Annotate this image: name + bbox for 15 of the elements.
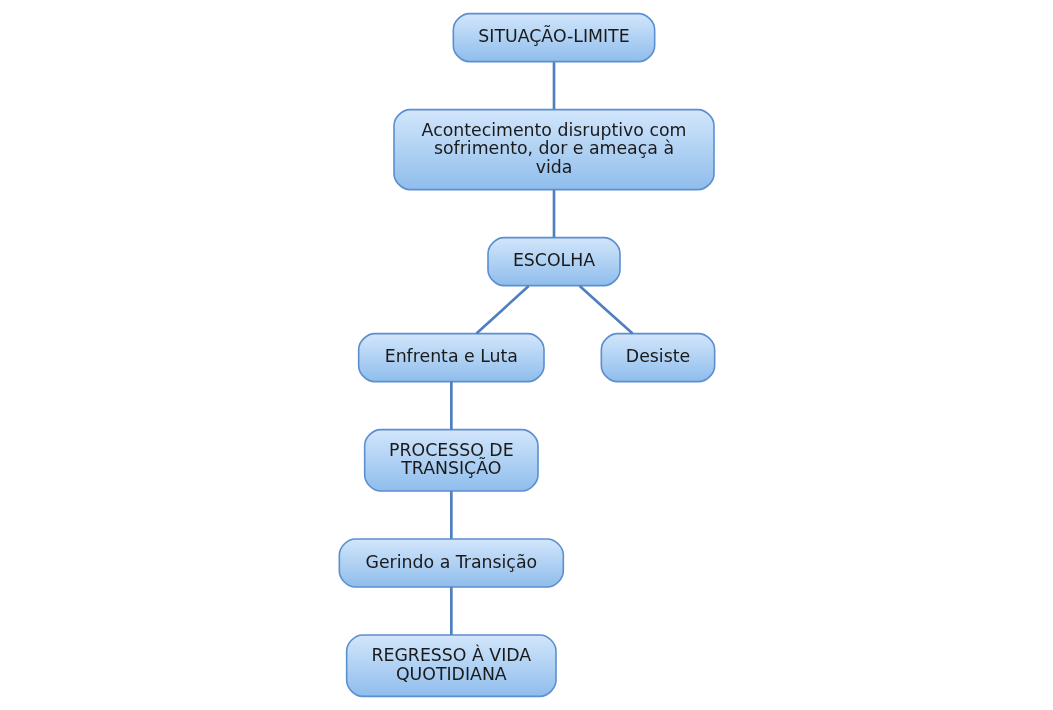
node-box: REGRESSO À VIDA QUOTIDIANA xyxy=(345,634,557,698)
connector xyxy=(578,285,633,335)
connector xyxy=(449,491,453,539)
node-box: SITUAÇÃO-LIMITE xyxy=(452,12,655,63)
node-box: Gerindo a Transição xyxy=(338,538,564,588)
connector xyxy=(552,62,555,110)
node-box: Acontecimento disruptivo com sofrimento, dor e ameaça à vida xyxy=(392,108,715,191)
connector xyxy=(449,587,453,635)
connector xyxy=(449,381,453,430)
node-box: Enfrenta e Luta xyxy=(357,332,545,383)
connector xyxy=(475,285,530,335)
node-box: ESCOLHA xyxy=(486,236,621,287)
node-box: Desiste xyxy=(600,332,715,383)
node-box: PROCESSO DE TRANSIÇÃO xyxy=(363,428,539,492)
connector xyxy=(552,189,555,238)
